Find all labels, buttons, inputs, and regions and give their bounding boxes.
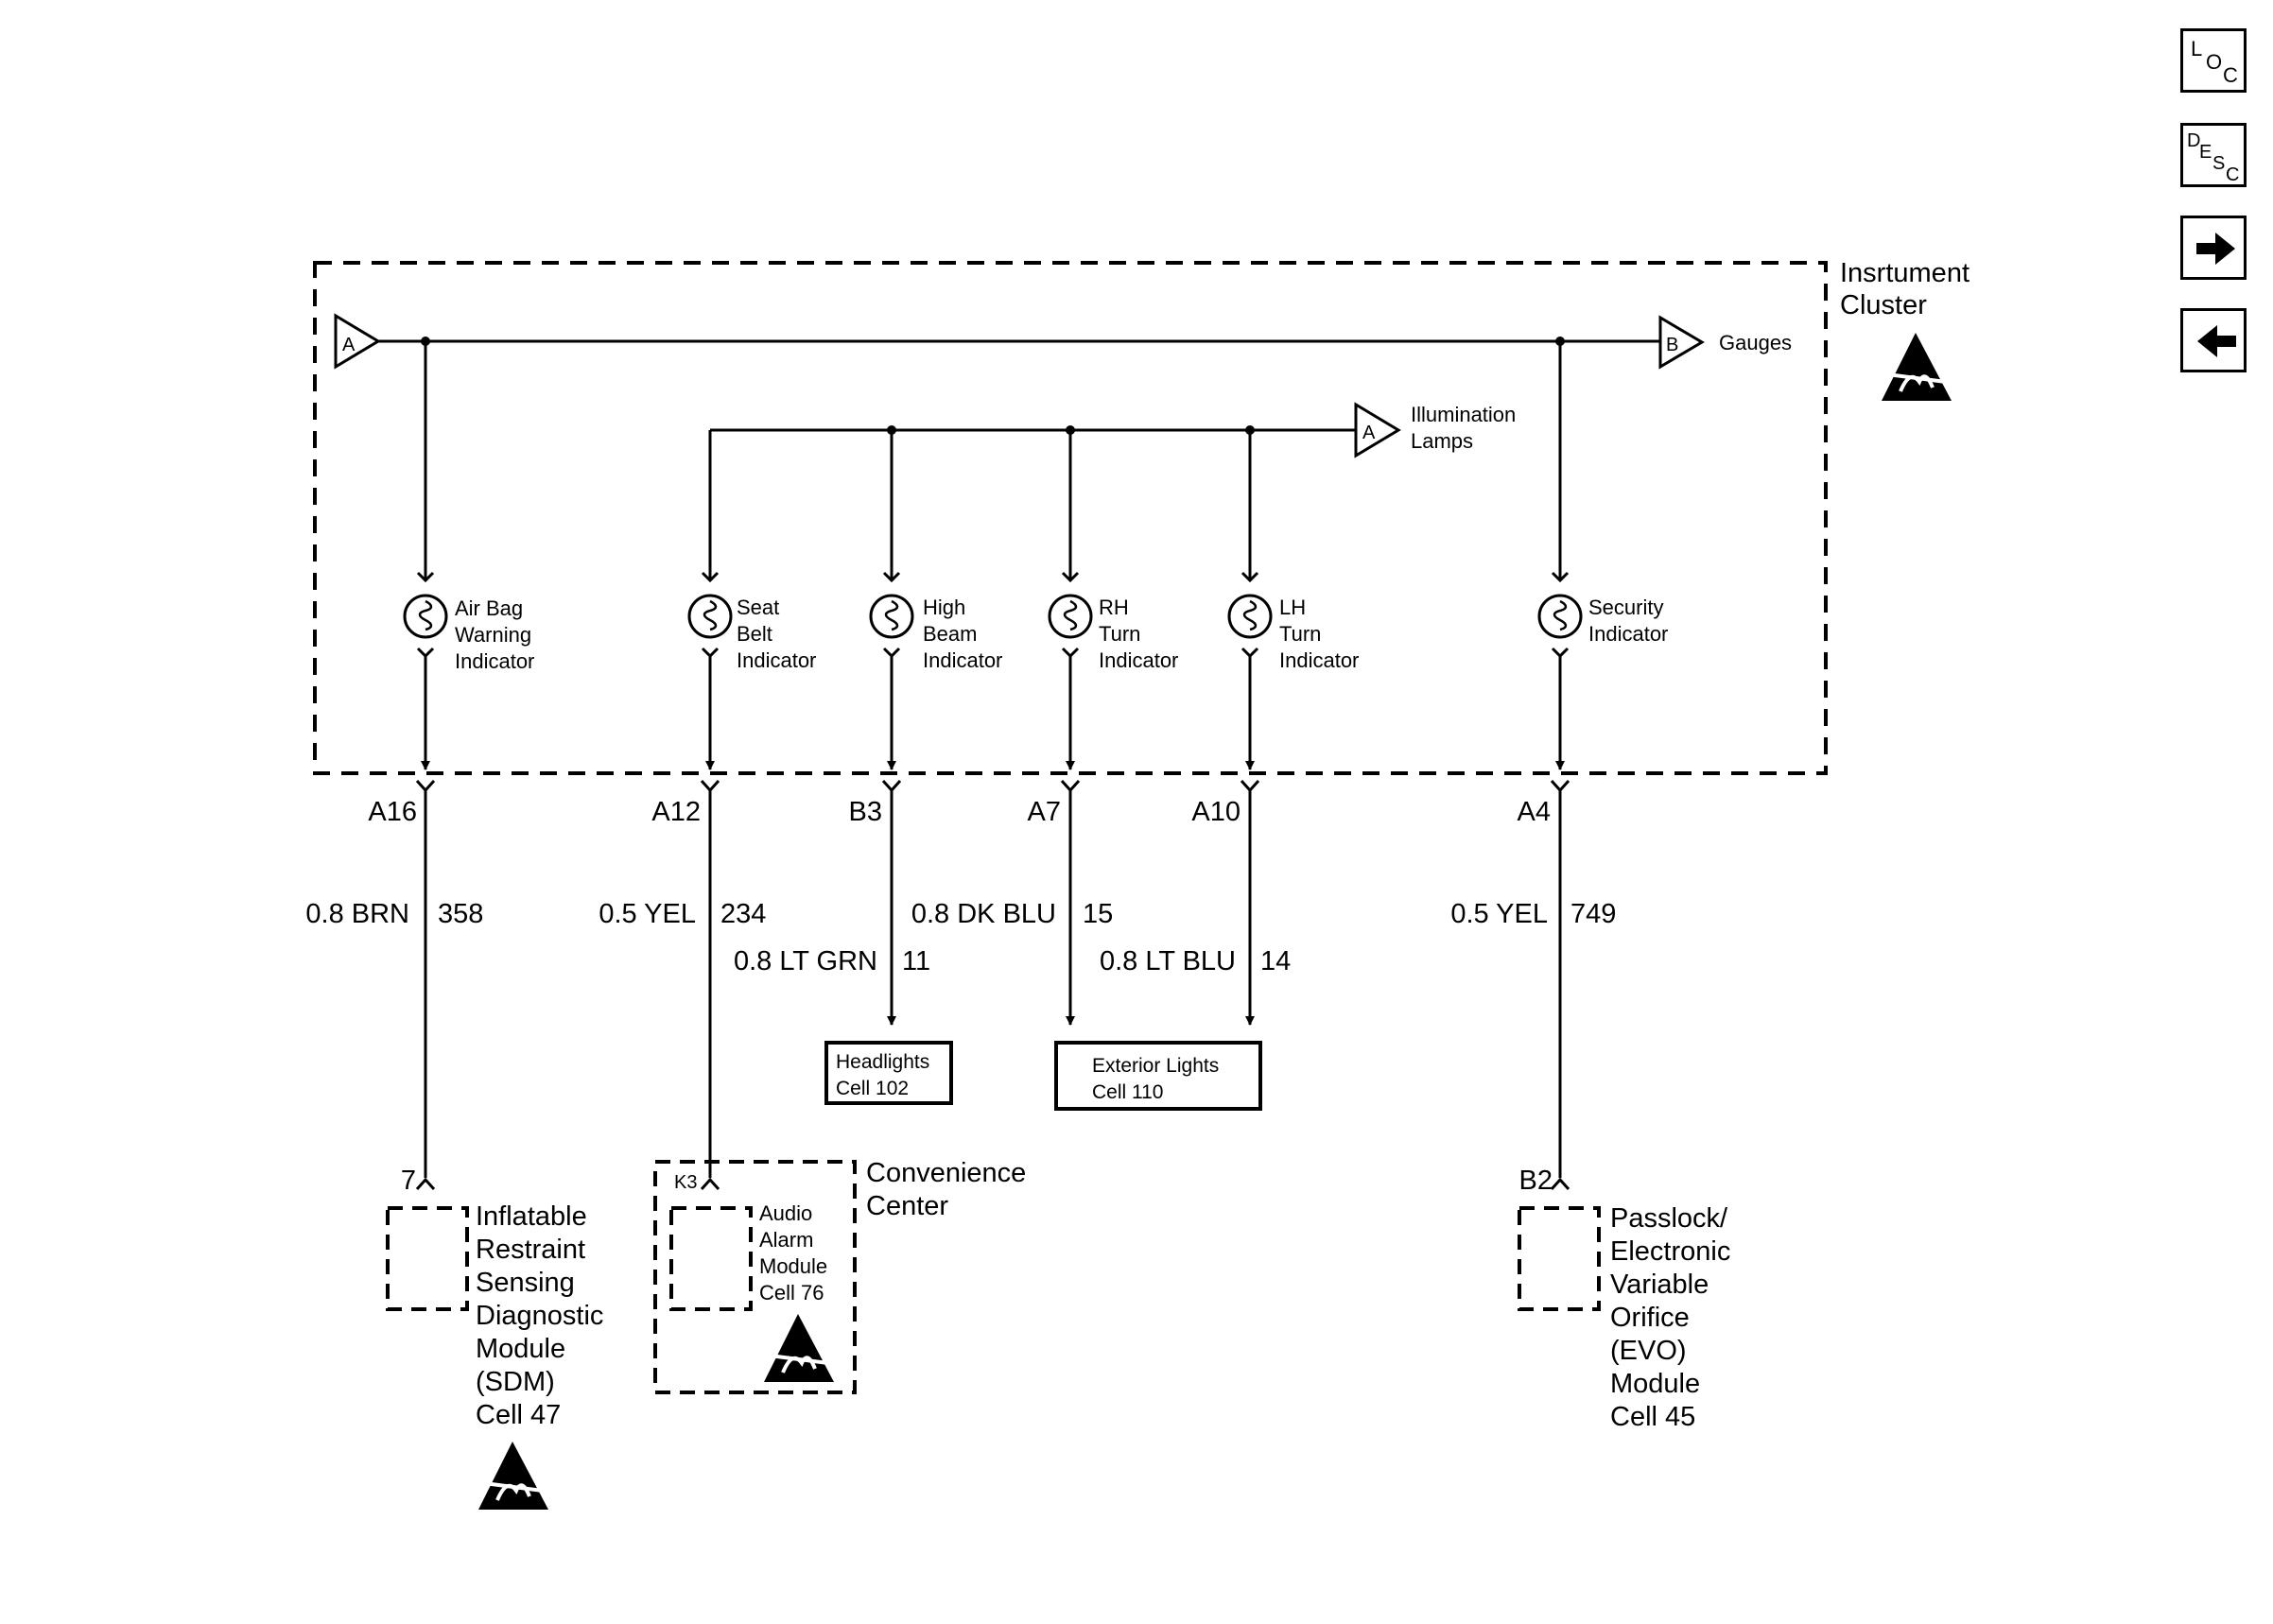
wire-234-color: 0.5 YEL	[599, 899, 696, 929]
wire-358-circuit: 358	[438, 899, 483, 929]
location-button[interactable]: L O C	[2180, 28, 2247, 93]
arrow-left-icon	[2197, 325, 2236, 357]
rh-turn-bulb-icon	[1048, 571, 1093, 659]
indicator-label-high-beam: High Beam Indicator	[923, 596, 1002, 672]
passlock-module-box	[1518, 1206, 1601, 1311]
exterior-lights-box-label: Exterior Lights Cell 110	[1092, 1055, 1224, 1103]
wire-358-color: 0.8 BRN	[305, 899, 409, 929]
description-button[interactable]: D E S C	[2180, 123, 2247, 187]
sdm-label: Inflatable Restraint Sensing Diagnostic …	[476, 1201, 611, 1430]
pin-label-a16: A16	[368, 797, 417, 827]
desc-letter-d: D	[2187, 130, 2200, 151]
wire-749-circuit: 749	[1570, 899, 1616, 929]
loc-letter-o: O	[2206, 50, 2222, 74]
wire-11-circuit: 11	[902, 946, 930, 976]
indicator-label-rh-turn: RH Turn Indicator	[1099, 596, 1178, 672]
convenience-center-title: Convenience Center	[866, 1158, 1033, 1221]
pin-label-a7: A7	[1028, 797, 1061, 827]
esd-warning-icon	[478, 1442, 548, 1510]
high-beam-bulb-icon	[869, 571, 914, 659]
connector-b-triangle	[1658, 315, 1705, 370]
connector-chevron	[700, 1177, 720, 1191]
wire-14-circuit: 14	[1260, 946, 1291, 976]
loc-letter-l: L	[2191, 37, 2202, 60]
sdm-pin-label: 7	[401, 1166, 416, 1196]
connector-chevron	[415, 779, 436, 793]
lh-turn-bulb-icon	[1227, 571, 1273, 659]
headlights-box-label: Headlights Cell 102	[836, 1051, 935, 1099]
pin-label-b3: B3	[849, 797, 882, 827]
arrow-right-icon	[2196, 233, 2235, 265]
indicator-label-security: Security Indicator	[1588, 596, 1670, 646]
sdm-module-box	[386, 1206, 469, 1311]
indicator-label-lh-turn: LH Turn Indicator	[1279, 596, 1359, 672]
connector-a-triangle	[334, 313, 381, 370]
wire-15-circuit: 15	[1083, 899, 1113, 929]
connector-chevron	[881, 779, 902, 793]
pin-label-a4: A4	[1518, 797, 1551, 827]
cluster-title-line2: Cluster	[1840, 290, 1927, 320]
illumination-connector-triangle	[1354, 402, 1401, 458]
wire-234-circuit: 234	[720, 899, 766, 929]
next-button[interactable]	[2180, 216, 2247, 280]
audio-alarm-module-label: Audio Alarm Module Cell 76	[759, 1201, 833, 1304]
connector-chevron	[415, 1177, 436, 1191]
pin-label-a12: A12	[651, 797, 701, 827]
air-bag-bulb-icon	[403, 571, 448, 659]
esd-warning-icon	[1882, 333, 1952, 401]
esd-warning-icon	[764, 1314, 834, 1382]
connector-chevron	[1060, 779, 1081, 793]
convenience-pin-label: K3	[674, 1172, 697, 1193]
instrument-cluster-boundary	[313, 261, 1828, 775]
connector-chevron	[1550, 779, 1570, 793]
wire-749-color: 0.5 YEL	[1450, 899, 1548, 929]
previous-button[interactable]	[2180, 308, 2247, 372]
desc-letter-e: E	[2199, 142, 2212, 163]
passlock-label: Passlock/ Electronic Variable Orifice (E…	[1610, 1203, 1738, 1432]
connector-b-label: B	[1666, 335, 1678, 355]
wire-15-color: 0.8 DK BLU	[911, 899, 1056, 929]
cluster-title-line1: Insrtument	[1840, 258, 1969, 288]
exterior-lights-box	[1054, 1041, 1262, 1111]
passlock-pin-label: B2	[1519, 1166, 1553, 1196]
seat-belt-bulb-icon	[687, 571, 733, 659]
indicator-label-seat-belt: Seat Belt Indicator	[737, 596, 816, 672]
desc-letter-c: C	[2226, 164, 2239, 185]
desc-letter-s: S	[2212, 153, 2225, 174]
indicator-label-air-bag: Air Bag Warning Indicator	[455, 596, 537, 673]
illumination-connector-label: A	[1362, 423, 1376, 443]
loc-letter-c: C	[2223, 63, 2238, 87]
headlights-box	[824, 1041, 953, 1105]
connector-chevron	[1240, 779, 1260, 793]
connector-a-label: A	[342, 335, 356, 355]
wire-14-color: 0.8 LT BLU	[1100, 946, 1236, 976]
gauges-label: Gauges	[1719, 331, 1792, 354]
audio-alarm-module-box	[669, 1206, 753, 1311]
illumination-label-line1: Illumination	[1411, 403, 1516, 426]
security-bulb-icon	[1537, 571, 1583, 659]
wire-11-color: 0.8 LT GRN	[734, 946, 877, 976]
connector-chevron	[700, 779, 720, 793]
convenience-center-box	[653, 1160, 857, 1394]
pin-label-a10: A10	[1191, 797, 1241, 827]
illumination-label-line2: Lamps	[1411, 429, 1473, 453]
connector-chevron	[1550, 1177, 1570, 1191]
